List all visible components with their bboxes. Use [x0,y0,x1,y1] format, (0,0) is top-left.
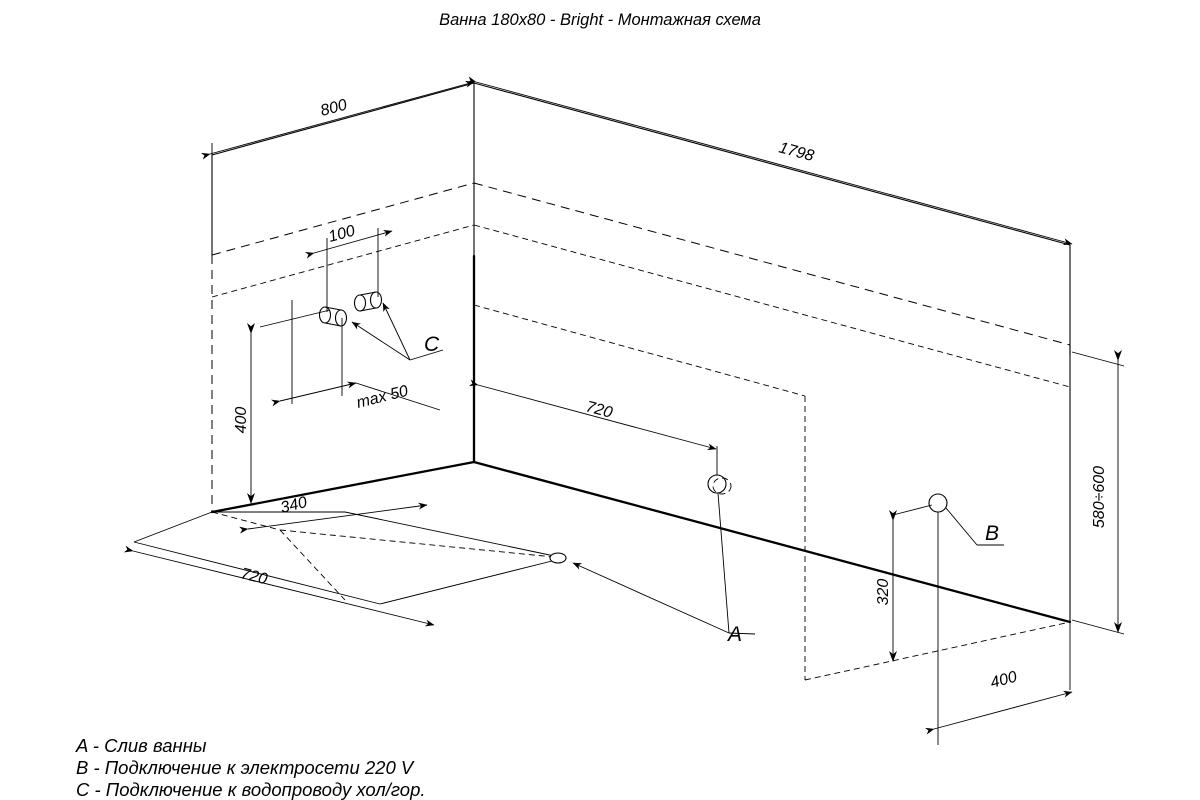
dimension-100 [304,228,393,312]
legend: A - Слив ванны B - Подключение к электро… [75,735,426,800]
callout-c-leaders [351,302,444,361]
bathtub-body [210,182,1072,681]
callout-a-leaders [572,492,756,635]
page-title: Ванна 180x80 - Bright - Монтажная схема [439,11,761,29]
room-walls [211,82,1071,622]
callout-b-label: B [985,522,999,545]
dimension-1798 [466,76,1073,246]
dimension-320-label: 320 [875,579,892,606]
bath-floor-footprint [133,511,565,605]
dimension-max50-label: max 50 [355,383,410,412]
drain-markers [549,474,732,564]
dimension-400-label: 400 [233,407,250,434]
dimension-720-drain [468,379,718,476]
dimension-800 [200,80,475,162]
dimension-720-floor-label: 720 [239,565,269,588]
dimension-720-drain-label: 720 [584,398,614,421]
legend-item-b: B - Подключение к электросети 220 V [76,757,415,778]
socket-marker [928,493,948,745]
callout-a-label: A [726,623,742,646]
dimension-400-height [247,309,331,504]
callout-b-leaders [945,507,1004,546]
dimension-1798-label: 1798 [777,139,816,165]
dimension-340-label: 340 [279,494,309,517]
dimension-400-offset [924,622,1073,735]
dimension-100-label: 100 [327,223,357,246]
dimension-400-offset-label: 400 [989,669,1019,692]
dimension-320 [889,504,933,662]
dimension-max50 [270,300,441,411]
dimension-340 [239,502,428,534]
dimension-580-600-label: 580÷600 [1091,466,1108,528]
dimension-800-label: 800 [319,97,349,120]
legend-item-a: A - Слив ванны [75,735,207,756]
water-pipe-stubs [318,291,383,327]
legend-item-c: C - Подключение к водопроводу хол/гор. [76,779,426,800]
dimension-580-600 [1071,350,1125,635]
callout-c-label: C [424,333,440,356]
dimension-720-floor [123,545,435,627]
